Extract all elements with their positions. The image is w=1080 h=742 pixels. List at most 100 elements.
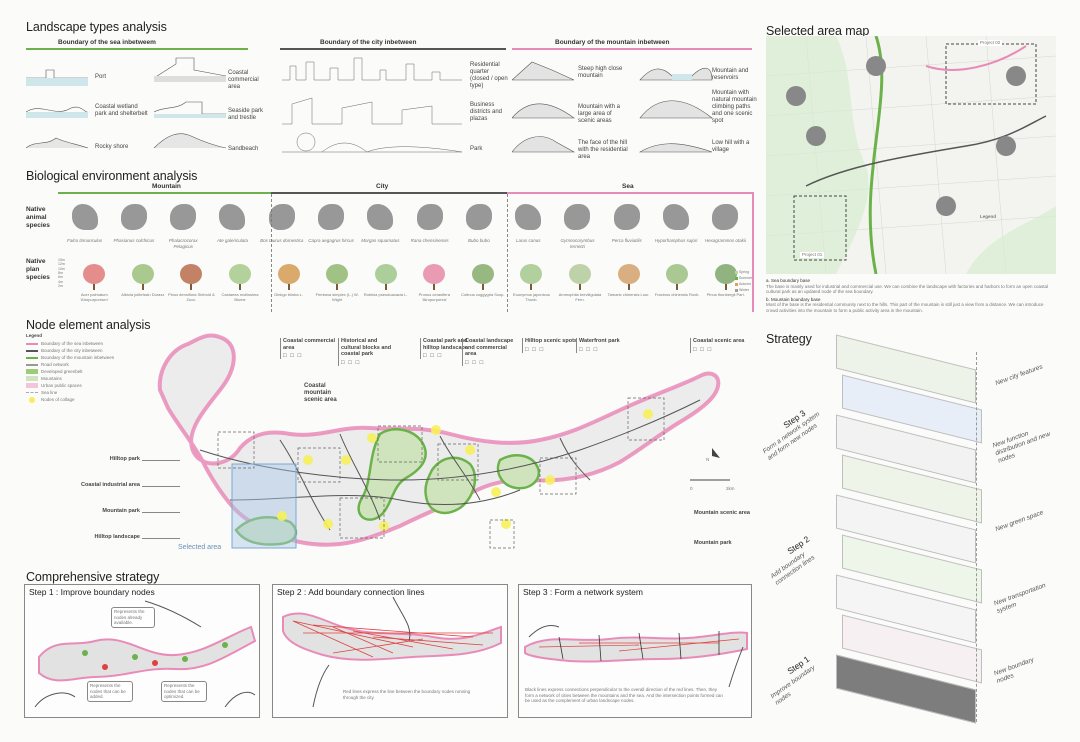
plant-name: Acer palmatum 'Atropurpureum' <box>80 292 109 302</box>
animal-silhouette-icon <box>712 204 739 230</box>
tree-icon <box>180 264 203 284</box>
bio-city-header: City <box>376 183 389 190</box>
note-a-text: The base is mainly used for industrial a… <box>766 283 1049 295</box>
height-tick-label: 12m <box>58 262 65 267</box>
season-label: Autumn <box>739 282 752 286</box>
tree-icon <box>374 264 397 284</box>
height-tick-label: 15m <box>58 258 65 262</box>
scale-2km: 2km <box>726 486 735 491</box>
facility-icons: □ □ □ <box>423 353 443 359</box>
height-tick-label: 4m <box>58 279 63 284</box>
callout-coastal-mountain: Coastal mountain scenic area <box>304 383 337 403</box>
plant-name: Firmiana simplex (L.) W. Wight <box>315 292 359 302</box>
comp-step1-title: Step 1 : Improve boundary nodes <box>29 587 155 597</box>
facility-icons: □ □ □ <box>465 359 485 366</box>
animal-item: Capra aegagrus hircus <box>306 200 355 250</box>
bio-mountain-bar <box>58 192 271 194</box>
node-callout: Historical and cultural blocks and coast… <box>338 338 394 366</box>
animal-name: Larus canus <box>515 238 541 243</box>
animal-item: Gymnocorymbus ternetzi <box>553 200 602 250</box>
node-legend-item: Urban public spaces <box>26 382 136 389</box>
animal-silhouette-icon <box>613 204 640 230</box>
project-02-label: Project 02 <box>978 40 1003 46</box>
plant-item: Fraxinus chinensis Roxb. <box>653 258 702 314</box>
season-item: Winter <box>735 288 749 292</box>
strategy-layer-label: New city features <box>994 363 1044 388</box>
tree-icon <box>131 264 154 284</box>
label-leader-line <box>142 486 180 487</box>
node-callout: Waterfront park□ □ □ <box>576 338 632 353</box>
animal-silhouette-icon <box>416 204 443 230</box>
plant-item: Ginkgo biloba L. <box>264 258 313 314</box>
animal-name: Bubo bubo <box>468 238 490 243</box>
scale-zero: 0 <box>690 486 693 491</box>
trunk-icon <box>676 284 679 290</box>
plant-row: Acer palmatum 'Atropurpureum' Albizia jul… <box>60 258 750 314</box>
plant-item: Tamarix chinensis Lour. <box>604 258 653 314</box>
animal-silhouette-icon <box>367 204 394 230</box>
animal-item: Bubo bubo <box>454 200 503 250</box>
selected-area-label: Selected area <box>178 544 222 551</box>
node-callouts: Coastal commercial area□ □ □Historical a… <box>280 338 750 398</box>
animal-silhouette-icon <box>318 204 345 230</box>
animal-silhouette-icon <box>120 204 147 230</box>
node-callout: Coastal landscape and commercial area □ □… <box>462 338 518 366</box>
label-leader-line <box>142 538 180 539</box>
legend-label: Boundary of the mountain inbetween <box>41 354 115 360</box>
season-swatch-icon <box>735 276 738 280</box>
plant-name: Pinus thunbergii Parl. <box>706 292 745 297</box>
strategy-title: Strategy <box>766 332 812 346</box>
season-item: Spring <box>735 270 749 274</box>
tree-icon <box>83 264 106 284</box>
legend-swatch-icon <box>26 392 38 393</box>
trunk-icon <box>724 284 727 290</box>
trunk-icon <box>238 284 241 290</box>
tree-icon <box>277 264 300 284</box>
animal-item: Bos taurus domestica <box>257 200 306 250</box>
legend-swatch-icon <box>26 349 38 352</box>
season-swatch-icon <box>735 282 738 286</box>
node-left-label: Coastal industrial area <box>81 482 140 488</box>
animal-silhouette-icon <box>219 204 246 230</box>
strategy-layer-label: New green space <box>994 509 1045 534</box>
city-header-bar <box>280 48 506 50</box>
sea-type-seaside-park: Seaside park and trestle <box>228 108 264 121</box>
plant-item: Acer palmatum 'Atropurpureum' <box>70 258 119 314</box>
animal-name: Gymnocorymbus ternetzi <box>560 238 595 249</box>
plant-name: Ammophila breviligulata Fern. <box>558 292 602 302</box>
sea-type-rocky: Rocky shore <box>95 144 129 150</box>
plant-name: Cotinus coggygria Scop. <box>461 292 505 297</box>
legend-label: Urban public spaces <box>41 382 82 388</box>
trunk-icon <box>93 284 96 290</box>
comp-step3-sketch <box>524 624 748 688</box>
bio-divider-1 <box>271 194 272 312</box>
trunk-icon <box>287 284 290 290</box>
plant-name: Euonymus japonicus Thunb. <box>512 292 550 302</box>
plant-item: Cotinus coggygria Scop. <box>459 258 508 314</box>
node-legend-item: Mountains <box>26 375 136 382</box>
callout-title: Coastal landscape and commercial area <box>465 338 514 357</box>
plant-item: Prunus cerasifera 'Atropurpurea' <box>410 258 459 314</box>
map-notes: a. Sea boundary base The base is mainly … <box>766 278 1056 313</box>
callout-title: Historical and cultural blocks and coast… <box>341 338 392 357</box>
facility-icons: □ □ □ <box>525 346 545 353</box>
legend-label: Sea line <box>41 389 58 395</box>
label-leader-line <box>142 512 180 513</box>
node-legend-item: Developed greenbelt <box>26 368 136 375</box>
animal-name: Bos taurus domestica <box>260 238 304 243</box>
plant-name: Albizia julibrissin Durazz <box>121 292 165 297</box>
legend-swatch-icon <box>26 342 38 345</box>
mountain-type-residential: The face of the hill with the residentia… <box>578 140 628 160</box>
animal-item: Perca fluviatilis <box>602 200 651 250</box>
animal-name: Capra aegagrus hircus <box>308 238 354 243</box>
animal-silhouette-icon <box>663 204 690 230</box>
comp-step1-sketch <box>34 600 257 708</box>
facility-icons: □ □ □ <box>693 346 713 353</box>
height-tick-label: 10m <box>58 266 65 271</box>
node-left-label: Hilltop landscape <box>94 534 140 540</box>
animal-silhouette-icon <box>71 204 98 230</box>
node-legend-item: Boundary of the sea inbetween <box>26 340 136 347</box>
note-b-text: Most of the base is the residential comm… <box>766 302 1044 313</box>
